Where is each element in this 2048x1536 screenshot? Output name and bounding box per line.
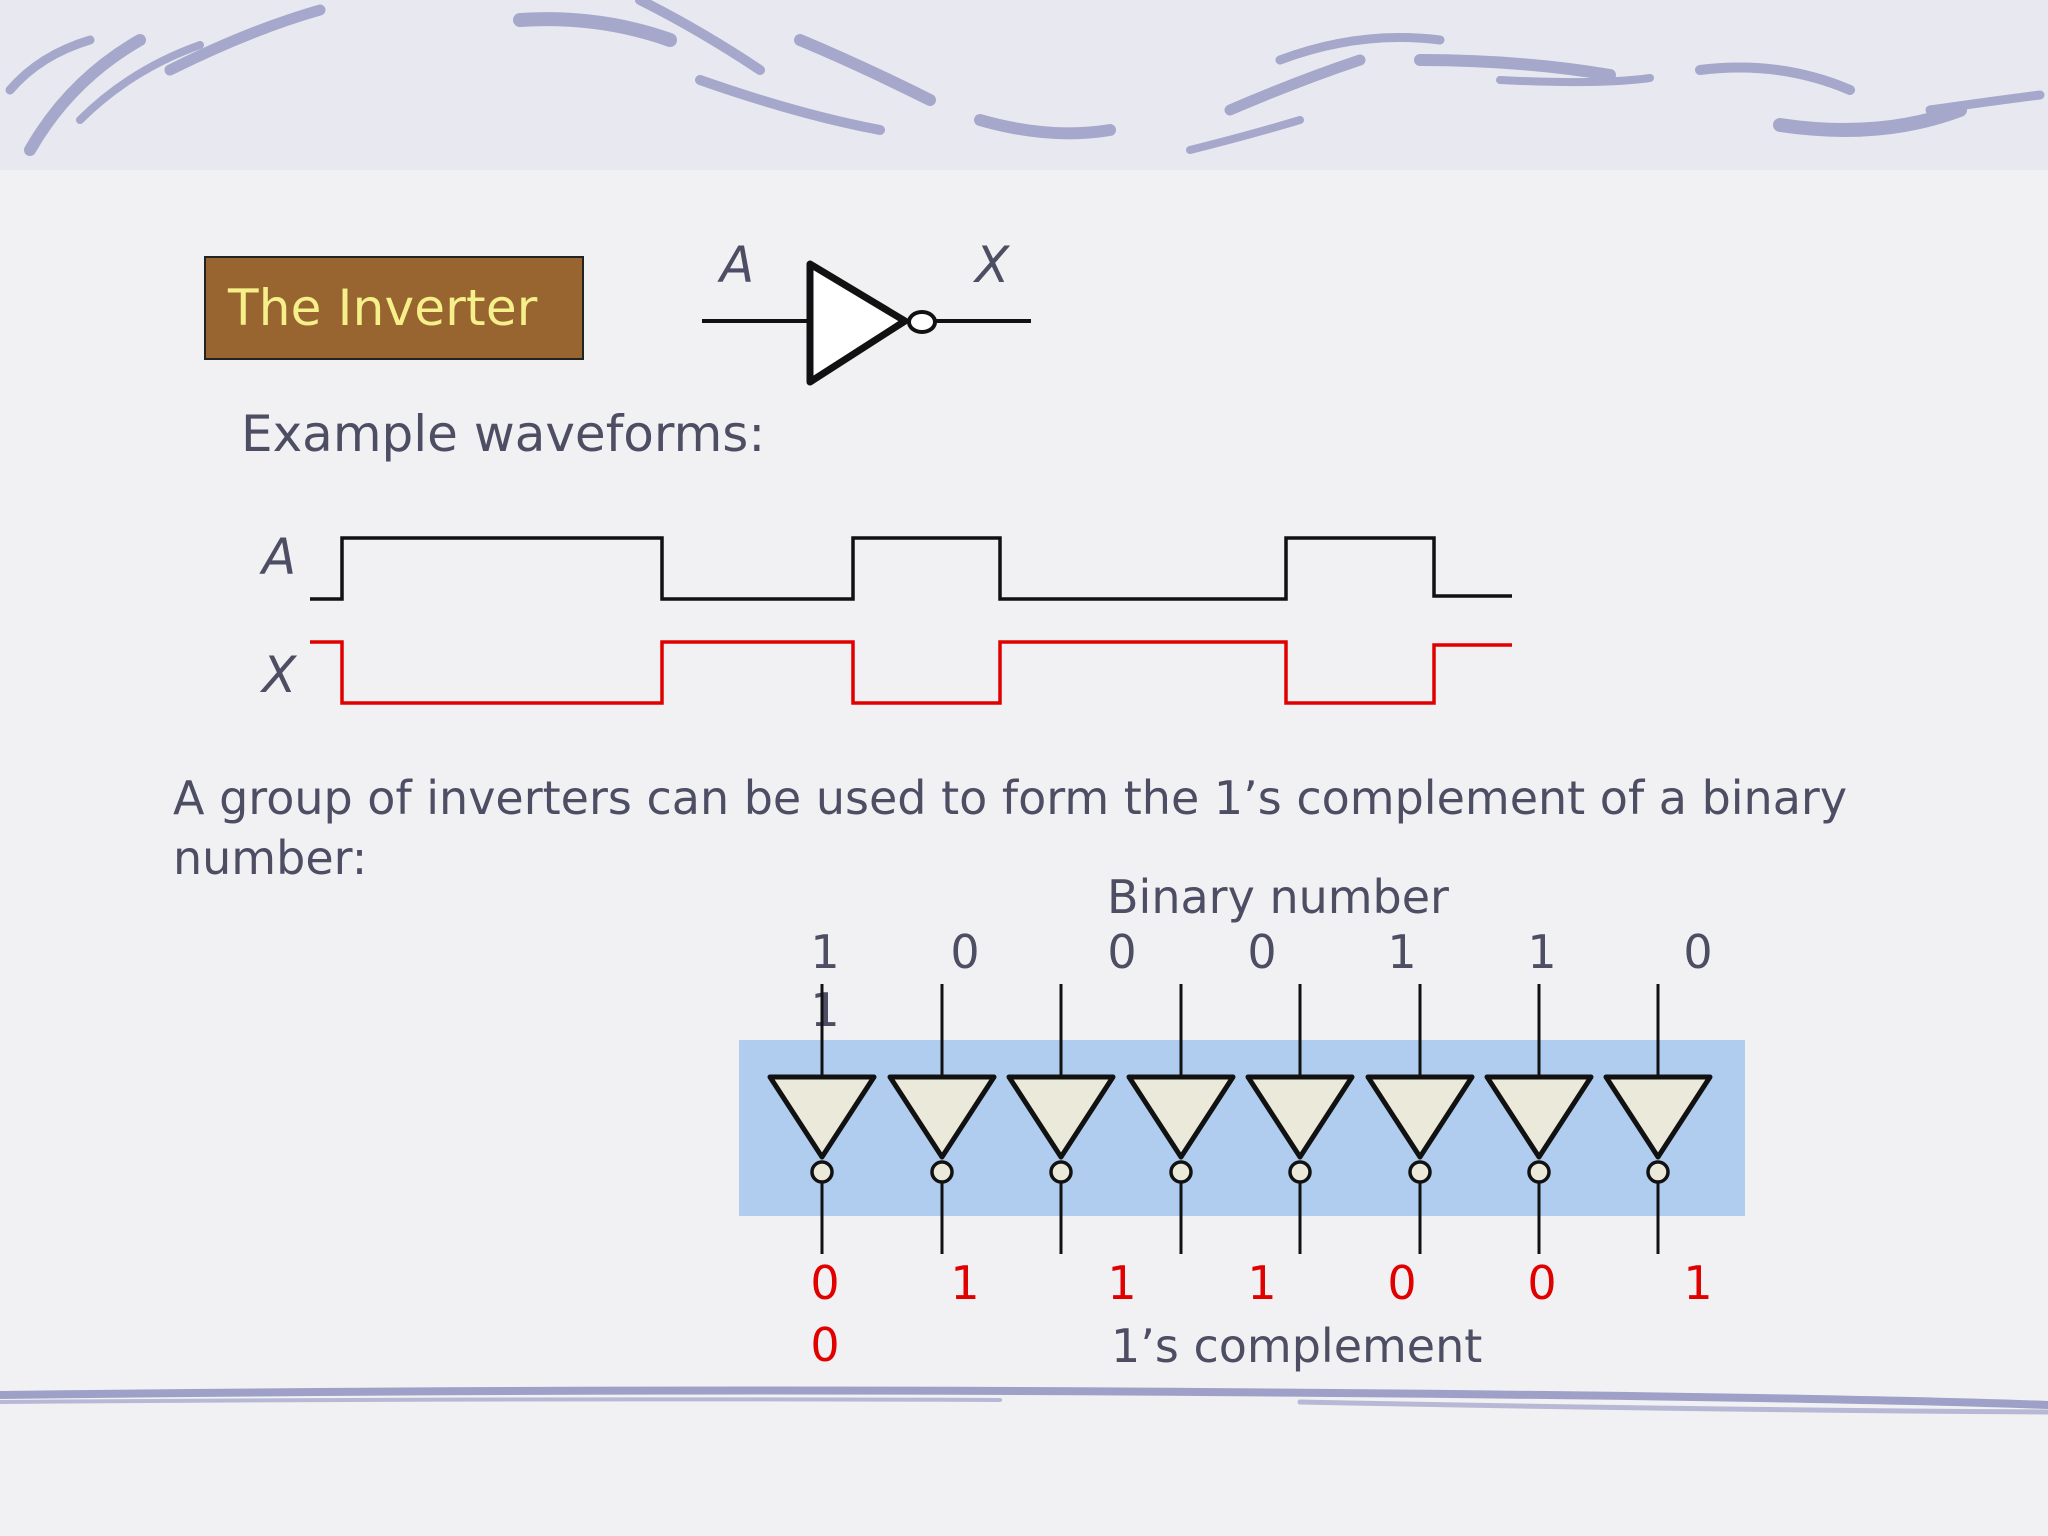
wave-x-trace (310, 640, 1512, 705)
inverter-gate-6 (1365, 984, 1475, 1254)
slide-title-box: The Inverter (204, 256, 584, 360)
wave-x-label: X (262, 646, 297, 704)
binary-bit-1: 1 (810, 925, 840, 979)
inverter-gate-8-triangle (1603, 1074, 1713, 1160)
binary-bit-7: 0 (1683, 925, 1713, 979)
binary-bit-6: 1 (1527, 925, 1557, 979)
inverter-gate-4-triangle (1126, 1074, 1236, 1160)
inverter-gates (767, 984, 1713, 1254)
binary-bit-5: 1 (1387, 925, 1417, 979)
complement-label: 1’s complement (1111, 1319, 1483, 1373)
binary-bit-4: 0 (1247, 925, 1277, 979)
complement-bit-7: 1 (1683, 1256, 1713, 1310)
inverter-gate-4-bubble (1169, 1160, 1193, 1184)
description-line-2: number: (173, 831, 368, 885)
inverter-gate-7-triangle (1484, 1074, 1594, 1160)
inverter-gate-1 (767, 984, 877, 1254)
slide-title: The Inverter (228, 279, 538, 337)
complement-bit-5: 0 (1387, 1256, 1417, 1310)
inverter-gate-6-bubble (1408, 1160, 1432, 1184)
description-text: A group of inverters can be used to form… (173, 768, 1847, 888)
inverter-gate-7-bubble (1527, 1160, 1551, 1184)
inverter-gate-2-triangle (887, 1074, 997, 1160)
inverter-gate-1-triangle (767, 1074, 877, 1160)
inverter-gate-1-bubble (810, 1160, 834, 1184)
description-line-1: A group of inverters can be used to form… (173, 771, 1848, 825)
inverter-gate-5-bubble (1288, 1160, 1312, 1184)
wave-a-trace (310, 536, 1512, 601)
inverter-gate-3 (1006, 984, 1116, 1254)
inverter-gate-3-bubble (1049, 1160, 1073, 1184)
binary-bit-3: 0 (1107, 925, 1137, 979)
inverter-gate-5 (1245, 984, 1355, 1254)
inverter-gate-8 (1603, 984, 1713, 1254)
footer-brush-strokes (0, 1386, 2048, 1415)
inverter-gate-8-bubble (1646, 1160, 1670, 1184)
complement-bit-6: 0 (1527, 1256, 1557, 1310)
wave-a-label: A (262, 528, 297, 586)
waveforms-heading: Example waveforms: (241, 405, 766, 463)
inverter-gate-6-triangle (1365, 1074, 1475, 1160)
inverter-gate-3-triangle (1006, 1074, 1116, 1160)
inverter-gate-7 (1484, 984, 1594, 1254)
binary-number-label: Binary number (1107, 870, 1449, 924)
gate-input-label: A (720, 236, 755, 294)
header-band (0, 0, 2048, 170)
complement-bit-4: 1 (1247, 1256, 1277, 1310)
complement-bit-3: 1 (1107, 1256, 1137, 1310)
inverter-gate-4 (1126, 984, 1236, 1254)
inverter-gate-2-bubble (930, 1160, 954, 1184)
complement-bit-2: 1 (950, 1256, 980, 1310)
inverter-gate-5-triangle (1245, 1074, 1355, 1160)
inverter-gate-2 (887, 984, 997, 1254)
complement-bit-1: 0 (810, 1256, 840, 1310)
inverter-array-panel (739, 1040, 1745, 1216)
binary-bit-2: 0 (950, 925, 980, 979)
binary-bit-8: 1 (810, 983, 840, 1037)
inverter-triangle (806, 260, 909, 386)
header-brush-strokes (5, 0, 2045, 156)
complement-bit-8: 0 (810, 1318, 840, 1372)
gate-output-label: X (975, 236, 1010, 294)
